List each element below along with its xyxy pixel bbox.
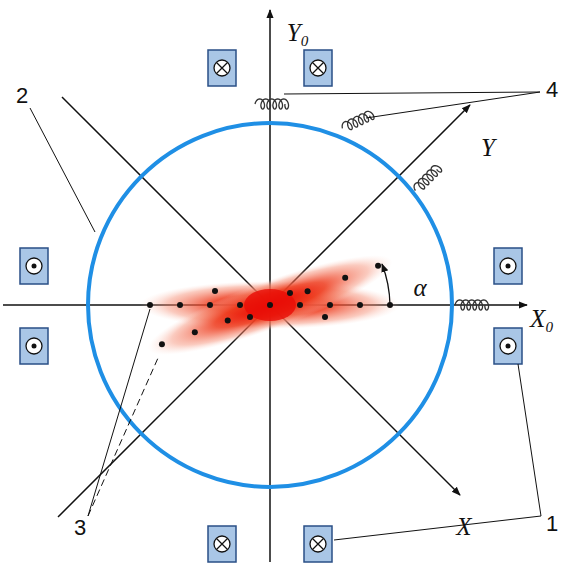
coil-box bbox=[304, 50, 332, 86]
leader-line bbox=[30, 108, 95, 232]
callout-number: 4 bbox=[544, 78, 560, 102]
coil bbox=[494, 328, 522, 364]
axis-label: X₀ bbox=[528, 305, 556, 332]
probe-dot bbox=[327, 302, 333, 308]
probe-dot bbox=[297, 302, 303, 308]
coil bbox=[20, 328, 48, 364]
leader-line bbox=[518, 364, 541, 516]
probe-dot bbox=[357, 302, 363, 308]
probe-dot bbox=[237, 302, 243, 308]
coil bbox=[304, 526, 332, 562]
coil bbox=[208, 50, 236, 86]
current-symbol bbox=[26, 338, 42, 354]
magnetic-probes bbox=[255, 99, 489, 310]
probe-dot bbox=[247, 314, 253, 320]
callout-number: 2 bbox=[14, 84, 30, 108]
axis-label: Y₀ bbox=[285, 19, 312, 46]
coil-box bbox=[20, 328, 48, 364]
plasma-core bbox=[244, 289, 296, 321]
coil bbox=[208, 526, 236, 562]
probe-dot bbox=[322, 314, 328, 320]
leader-line bbox=[334, 516, 541, 540]
current-out bbox=[506, 344, 511, 349]
current-into bbox=[217, 63, 228, 74]
coil bbox=[20, 248, 48, 284]
axis-label: X bbox=[454, 513, 473, 540]
current-into bbox=[313, 63, 324, 74]
probe-coil bbox=[455, 300, 489, 310]
probe-dot bbox=[287, 290, 293, 296]
leader-line bbox=[366, 92, 540, 118]
probe-coil bbox=[412, 163, 443, 194]
current-symbol bbox=[310, 536, 326, 552]
coil-box bbox=[208, 526, 236, 562]
leader-line bbox=[88, 309, 150, 516]
current-into bbox=[313, 539, 324, 550]
callout-number: 1 bbox=[544, 512, 560, 536]
coil-box bbox=[208, 50, 236, 86]
current-out bbox=[32, 344, 37, 349]
coil bbox=[494, 248, 522, 284]
current-out bbox=[32, 264, 37, 269]
current-out bbox=[506, 264, 511, 269]
probe-dot bbox=[305, 288, 311, 294]
probe-dots bbox=[147, 263, 393, 348]
x-axis bbox=[62, 97, 460, 495]
coil bbox=[304, 50, 332, 86]
axis-label: Y bbox=[479, 134, 497, 161]
probe-dot bbox=[207, 302, 213, 308]
probe-dot bbox=[375, 263, 381, 269]
vessel-wall bbox=[88, 123, 452, 487]
probe-dot bbox=[177, 302, 183, 308]
current-symbol bbox=[214, 536, 230, 552]
angle-label: α bbox=[411, 274, 428, 301]
coil-box bbox=[494, 248, 522, 284]
probe-coil bbox=[255, 99, 289, 109]
current-symbol bbox=[310, 60, 326, 76]
y-axis bbox=[58, 105, 470, 517]
probe-dot bbox=[159, 341, 165, 347]
angle-arc bbox=[382, 264, 390, 305]
current-symbol bbox=[500, 338, 516, 354]
coil-box bbox=[20, 248, 48, 284]
probe-dot bbox=[342, 275, 348, 281]
current-symbol bbox=[26, 258, 42, 274]
probe-dot bbox=[192, 329, 198, 335]
probe-dot bbox=[212, 288, 218, 294]
probe-dot bbox=[147, 302, 153, 308]
plasma bbox=[140, 238, 401, 372]
callout-number: 3 bbox=[72, 516, 88, 540]
leader-line bbox=[284, 92, 540, 94]
plasma-lobe bbox=[140, 238, 401, 372]
current-symbol bbox=[214, 60, 230, 76]
current-symbol bbox=[500, 258, 516, 274]
probe-coil bbox=[340, 110, 375, 133]
leader-line bbox=[88, 358, 158, 516]
probe-dot bbox=[225, 317, 231, 323]
probe-dot bbox=[267, 302, 273, 308]
coil-box bbox=[304, 526, 332, 562]
coil-box bbox=[494, 328, 522, 364]
field-coils bbox=[20, 50, 522, 562]
current-into bbox=[217, 539, 228, 550]
